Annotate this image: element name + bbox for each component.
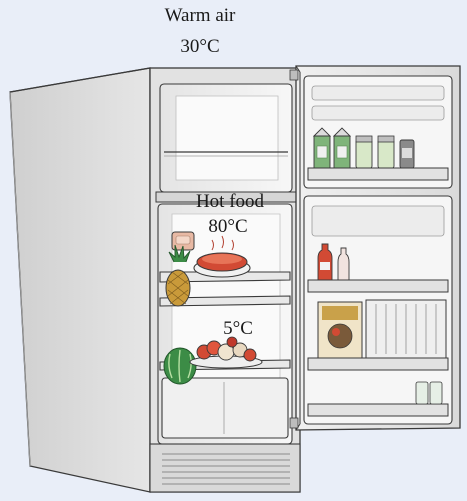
- door-hinge-top: [290, 70, 298, 80]
- can-icon: [400, 140, 414, 168]
- warm-air-label: Warm air: [130, 5, 270, 27]
- hot-food-temperature: 80°C: [178, 216, 278, 238]
- warm-air-temperature: 30°C: [130, 36, 270, 58]
- juice-carton-icon: [334, 128, 350, 168]
- door-hinge-bottom: [290, 418, 298, 428]
- jar-icon: [378, 136, 394, 168]
- hot-food-label: Hot food: [175, 191, 285, 213]
- fridge-door-shelf: [308, 404, 448, 416]
- juice-carton-icon: [314, 128, 330, 168]
- cabinet-side-panel: [10, 68, 150, 492]
- crisper-drawer: [162, 378, 288, 438]
- freezer-door-shelf: [308, 168, 448, 180]
- watermelon-icon: [164, 348, 196, 384]
- bottom-grill: [150, 444, 300, 492]
- fridge-temperature: 5°C: [203, 318, 273, 340]
- door-bin-slats: [366, 300, 446, 358]
- fridge-door-shelf: [308, 280, 448, 292]
- freezer-back-wall: [176, 96, 278, 180]
- cereal-box-icon: [318, 302, 362, 358]
- fridge-door-shelf: [308, 358, 448, 370]
- jar-icon: [356, 136, 372, 168]
